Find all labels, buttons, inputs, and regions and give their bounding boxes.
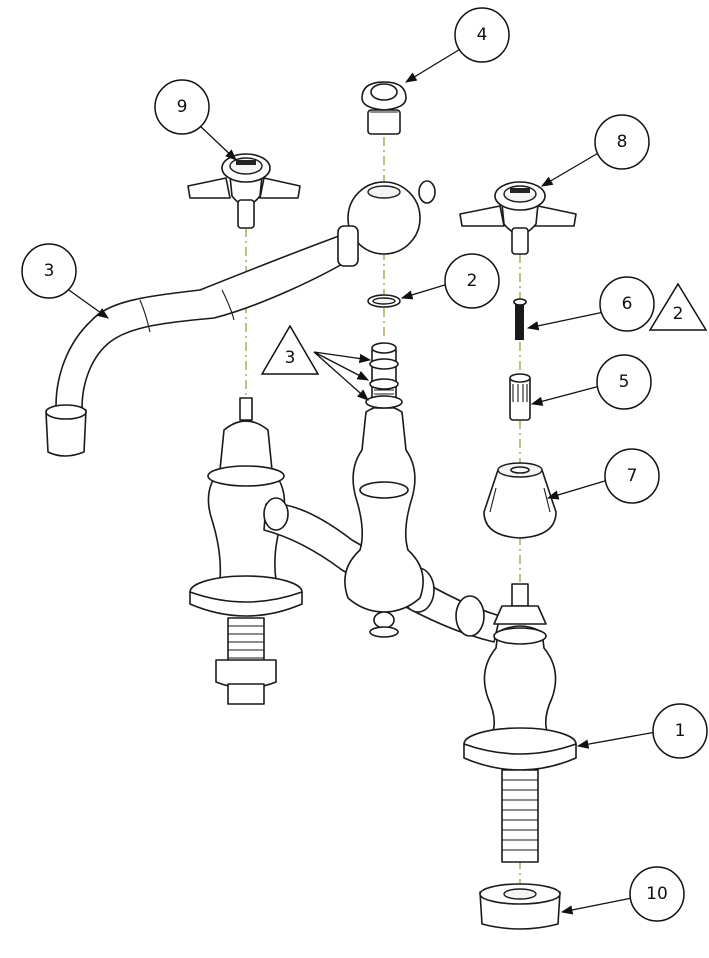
callout-label: 3	[44, 261, 55, 281]
bridge-body	[189, 342, 577, 863]
nut-part	[479, 883, 561, 930]
callout-label: 2	[467, 271, 478, 291]
callout-label: 8	[617, 132, 628, 152]
flag-label: 3	[285, 348, 296, 368]
callout-balloon-1: 1	[652, 703, 708, 759]
callout-balloon-10: 10	[629, 866, 685, 922]
callout-balloon-5: 5	[596, 354, 652, 410]
shroud-part	[483, 462, 557, 539]
callout-balloon-6: 6	[599, 276, 655, 332]
flag-triangle-3: 3	[260, 324, 320, 375]
callout-label: 9	[177, 97, 188, 117]
callout-label: 1	[675, 721, 686, 741]
left-cross-handle	[187, 153, 301, 229]
adapter-part	[509, 373, 531, 421]
right-cross-handle	[459, 181, 577, 255]
callout-balloon-2: 2	[444, 253, 500, 309]
callout-balloon-8: 8	[594, 114, 650, 170]
spout-part	[45, 180, 436, 457]
callout-label: 7	[627, 466, 638, 486]
callout-label: 6	[622, 294, 633, 314]
o-ring-part	[367, 294, 401, 308]
flag-label: 2	[673, 304, 684, 324]
callout-balloon-3: 3	[21, 243, 77, 299]
callout-label: 10	[646, 884, 668, 904]
leader-lines	[65, 47, 657, 915]
callout-balloon-4: 4	[454, 7, 510, 63]
callout-balloon-9: 9	[154, 79, 210, 135]
flag-triangle-2: 2	[648, 282, 708, 331]
callout-label: 5	[619, 372, 630, 392]
right-thread-lines	[502, 779, 538, 851]
callout-balloon-7: 7	[604, 448, 660, 504]
screw-part	[513, 298, 527, 340]
callout-label: 4	[477, 25, 488, 45]
cap-part	[361, 81, 407, 135]
